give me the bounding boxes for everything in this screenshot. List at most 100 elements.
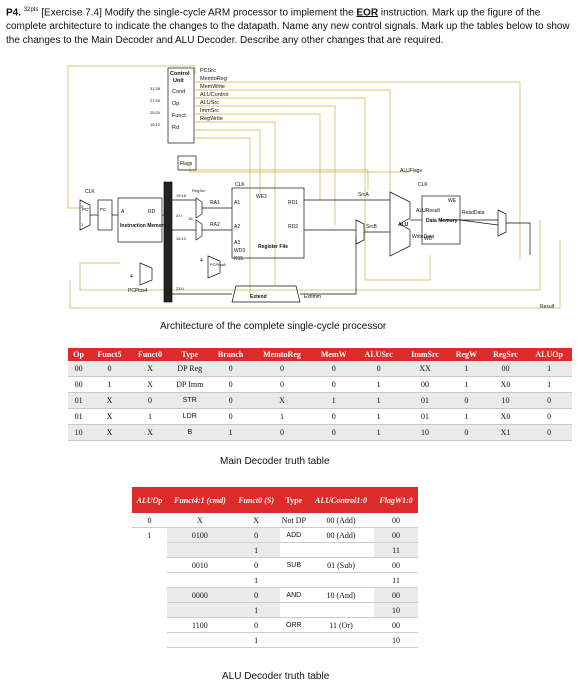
- table-cell: 1: [312, 392, 356, 409]
- table-cell: [167, 542, 233, 558]
- result-label: Result: [540, 304, 555, 310]
- table-cell: ADD: [279, 527, 309, 543]
- table-cell: 1: [232, 602, 280, 618]
- table-cell: 0: [526, 424, 572, 441]
- table-cell: 10: [401, 424, 449, 441]
- table-cell: X: [129, 424, 171, 441]
- r15-label: R15: [234, 256, 243, 262]
- imem-a-label: A: [121, 209, 125, 215]
- table-cell: X: [89, 392, 130, 409]
- clk-dm-label: CLK: [418, 182, 428, 188]
- aluresult-label: ALUResult: [416, 208, 441, 214]
- question-points: 32pts: [23, 7, 39, 13]
- table-cell: 0: [355, 361, 402, 377]
- alu-label: ALU: [398, 222, 409, 228]
- table-cell: 00: [374, 617, 418, 633]
- table-cell: 01 (Sub): [308, 557, 374, 573]
- table-cell: 1: [147, 530, 152, 540]
- ctrl-signal-6: RegWrite: [200, 116, 223, 122]
- question-pre: [Exercise 7.4] Modify the single-cycle A…: [38, 7, 357, 19]
- alu-header-type: Type: [279, 487, 309, 513]
- table-cell: 01: [68, 408, 90, 425]
- extend-label: Extend: [250, 294, 267, 300]
- table-cell: 0: [232, 527, 280, 543]
- table-cell: 01: [68, 392, 90, 409]
- alu-decoder-caption: ALU Decoder truth table: [222, 671, 330, 682]
- imem-label: Instruction Memory: [120, 223, 167, 229]
- rd2-label: RD2: [288, 224, 298, 230]
- table-cell: 0: [209, 408, 252, 425]
- bits-5: 3:0: [176, 213, 182, 218]
- readdata-label: ReadData: [462, 210, 485, 216]
- table-row: 0000 0 AND 10 (And) 00: [132, 587, 418, 603]
- table-cell: 01: [401, 408, 449, 425]
- table-cell: LDR: [170, 408, 210, 425]
- table-cell: 0: [312, 376, 356, 393]
- pcmux-1-label: 1: [81, 222, 84, 227]
- table-cell: 01: [401, 392, 449, 409]
- main-header-type: Type: [170, 348, 210, 361]
- table-cell: X: [89, 408, 130, 425]
- alu-header-aluop: ALUOp: [132, 487, 168, 513]
- table-row: 01 X 0 STR 0 X 1 1 01 0 10 0: [68, 392, 572, 409]
- table-cell: ORR: [279, 617, 309, 633]
- table-cell: 0: [448, 392, 485, 409]
- table-row: 0010 0 SUB 01 (Sub) 00: [132, 557, 418, 573]
- table-cell: X0: [484, 408, 527, 425]
- main-header-funct0: Funct0: [129, 348, 171, 361]
- table-cell: X0: [484, 376, 527, 393]
- table-row: 0 X X Not DP 00 (Add) 00: [132, 513, 418, 528]
- table-cell: 1: [89, 376, 130, 393]
- alu-header-cmd: Funct4:1 (cmd): [167, 487, 233, 513]
- clk-rf-label: CLK: [235, 182, 245, 188]
- table-cell: 1: [355, 376, 402, 393]
- table-cell: [279, 542, 309, 558]
- ctrl-label-5: Rd: [172, 125, 179, 131]
- table-cell: 1: [355, 424, 402, 441]
- table-cell: [132, 588, 167, 603]
- question-keyword: EOR: [356, 7, 379, 19]
- table-cell: 0: [251, 361, 313, 377]
- question-text: P4. 32pts [Exercise 7.4] Modify the sing…: [6, 3, 578, 48]
- table-cell: [308, 602, 374, 618]
- table-cell: 0: [526, 392, 572, 409]
- table-cell: 10 (And): [308, 587, 374, 603]
- table-cell: X: [167, 513, 233, 528]
- table-cell: 1: [448, 376, 485, 393]
- table-cell: 1: [232, 572, 280, 588]
- flags-label: Flags: [180, 161, 193, 167]
- rd1-label: RD1: [288, 200, 298, 206]
- table-cell: AND: [279, 587, 309, 603]
- table-cell: 00 (Add): [308, 527, 374, 543]
- table-row: 01 X 1 LDR 0 1 0 1 01 1 X0 0: [68, 408, 572, 425]
- a1-label: A1: [234, 200, 240, 206]
- table-cell: 0: [232, 617, 280, 633]
- main-header-memw: MemW: [312, 348, 356, 361]
- table-cell: 10: [374, 602, 418, 618]
- question-number: P4.: [6, 7, 22, 19]
- table-cell: [132, 603, 167, 618]
- table-cell: 00: [401, 376, 449, 393]
- table-cell: 0000: [167, 587, 233, 603]
- table-cell: SUB: [279, 557, 309, 573]
- main-header-op: Op: [68, 348, 90, 361]
- table-cell: 0: [232, 557, 280, 573]
- table-cell: 1: [232, 542, 280, 558]
- table-cell: 0: [232, 587, 280, 603]
- we-label: WE: [448, 198, 457, 204]
- table-cell: 1: [526, 376, 572, 393]
- regsrc-label: RegSrc: [192, 188, 205, 193]
- table-cell: 0: [89, 361, 130, 377]
- bits-3: 15:12: [150, 122, 161, 127]
- table-cell: 00: [374, 587, 418, 603]
- pcplus4-label: PCPlus4: [128, 288, 148, 294]
- a2-label: A2: [234, 224, 240, 230]
- table-cell: 0: [448, 424, 485, 441]
- table-cell: 1: [448, 361, 485, 377]
- table-cell: 0: [132, 513, 168, 528]
- table-row: 00 0 X DP Reg 0 0 0 0 XX 1 00 1: [68, 361, 572, 377]
- bits-4: 19:16: [176, 193, 187, 198]
- table-cell: 0: [312, 361, 356, 377]
- table-cell: X: [232, 513, 280, 528]
- ctrl-signal-0: PCSrc: [200, 68, 216, 74]
